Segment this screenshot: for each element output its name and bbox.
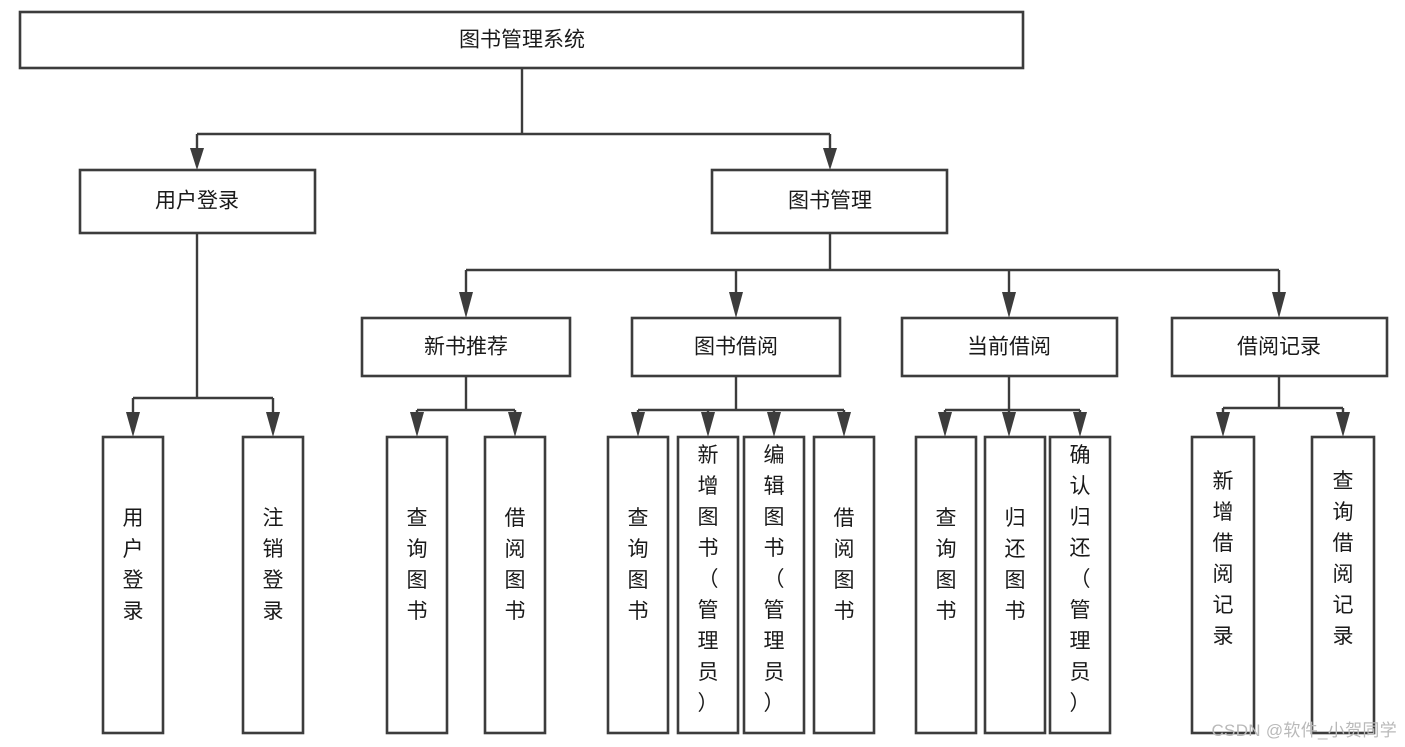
leaf-box[interactable] (1048, 435, 1112, 735)
arrow-head-leaf-9 (938, 412, 952, 437)
arrow-head-record (1272, 292, 1286, 318)
connector-bookmanage-to-level2 (464, 233, 1281, 294)
leaf-node[interactable]: 新增借阅记录 (1190, 435, 1256, 735)
node-new-book-recommend-box[interactable] (360, 316, 572, 378)
node-root-label: 图书管理系统 (459, 29, 585, 52)
arrow-head-book-manage (823, 148, 837, 170)
connector-record-to-leaves (1221, 376, 1345, 420)
arrow-head-leaf-11 (1073, 412, 1087, 437)
leaf-label-confirm-return-admin: 确认归还（管理员） (1070, 444, 1091, 715)
leaf-box[interactable] (1190, 435, 1256, 735)
leaf-box[interactable] (1310, 435, 1376, 735)
arrow-head-leaf-6 (701, 412, 715, 437)
leaf-box[interactable] (241, 435, 305, 735)
leaf-box[interactable] (676, 435, 740, 735)
leaf-label-return-book: 归还图书 (1005, 507, 1026, 623)
leaf-box[interactable] (385, 435, 449, 735)
arrow-head-leaf-10 (1002, 412, 1016, 437)
leaf-box[interactable] (812, 435, 876, 735)
arrow-head-leaf-7 (767, 412, 781, 437)
arrow-head-leaf-5 (631, 412, 645, 437)
connector-root-to-level1 (195, 68, 832, 160)
node-root[interactable]: 图书管理系统 (18, 10, 1025, 70)
leaf-label-query-book-1: 查询图书 (407, 507, 428, 623)
arrow-head-leaf-4 (508, 412, 522, 437)
node-user-login-label: 用户登录 (155, 190, 239, 213)
leaf-node[interactable]: 用户登录 (101, 435, 165, 735)
node-borrow-record[interactable]: 借阅记录 (1170, 316, 1389, 378)
connector-borrow-to-leaves (636, 376, 846, 420)
leaf-node[interactable]: 查询借阅记录 (1310, 435, 1376, 735)
node-current-borrow[interactable]: 当前借阅 (900, 316, 1119, 378)
leaf-node[interactable]: 归还图书 (983, 435, 1047, 735)
leaf-node[interactable]: 查询图书 (385, 435, 449, 735)
leaf-box[interactable] (483, 435, 547, 735)
leaf-label-borrow-book-1: 借阅图书 (505, 507, 526, 623)
arrow-head-leaf-2 (266, 412, 280, 437)
node-new-book-recommend-label: 新书推荐 (424, 336, 508, 359)
arrow-head-newbook (459, 292, 473, 318)
csdn-watermark: CSDN @软件_小贺同学 (1211, 721, 1397, 740)
leaf-node[interactable]: 查询图书 (606, 435, 670, 735)
leaf-box[interactable] (101, 435, 165, 735)
leaf-label-query-book-3: 查询图书 (936, 507, 957, 623)
leaf-node[interactable]: 新增图书（管理员） (676, 435, 740, 735)
leaf-label-edit-book-admin: 编辑图书（管理员） (764, 444, 785, 715)
leaf-node[interactable]: 确认归还（管理员） (1048, 435, 1112, 735)
node-book-borrow[interactable]: 图书借阅 (630, 316, 842, 378)
leaf-box[interactable] (983, 435, 1047, 735)
node-current-borrow-box[interactable] (900, 316, 1119, 378)
arrow-head-leaf-1 (126, 412, 140, 437)
node-book-manage-box[interactable] (710, 168, 949, 235)
node-borrow-record-box[interactable] (1170, 316, 1389, 378)
arrow-head-leaf-8 (837, 412, 851, 437)
node-user-login[interactable]: 用户登录 (78, 168, 317, 235)
leaf-node[interactable]: 编辑图书（管理员） (742, 435, 806, 735)
node-user-login-box[interactable] (78, 168, 317, 235)
node-root-box[interactable] (18, 10, 1025, 70)
leaf-node[interactable]: 借阅图书 (483, 435, 547, 735)
arrow-head-user-login (190, 148, 204, 170)
leaf-box[interactable] (742, 435, 806, 735)
leaf-label-logout: 注销登录 (263, 507, 284, 623)
node-book-manage[interactable]: 图书管理 (710, 168, 949, 235)
connector-layer (126, 68, 1350, 437)
leaf-box[interactable] (914, 435, 978, 735)
arrow-head-leaf-12 (1216, 412, 1230, 437)
node-book-borrow-box[interactable] (630, 316, 842, 378)
leaf-label-add-book-admin: 新增图书（管理员） (698, 444, 719, 715)
connector-newbook-to-leaves (415, 376, 517, 420)
node-book-manage-label: 图书管理 (788, 190, 872, 213)
leaf-label-borrow-book-2: 借阅图书 (834, 507, 855, 623)
leaf-label-user-login: 用户登录 (123, 507, 144, 623)
node-current-borrow-label: 当前借阅 (967, 336, 1051, 359)
arrow-head-leaf-3 (410, 412, 424, 437)
leaf-node[interactable]: 借阅图书 (812, 435, 876, 735)
node-new-book-recommend[interactable]: 新书推荐 (360, 316, 572, 378)
arrow-head-borrow (729, 292, 743, 318)
leaf-label-query-borrow-record: 查询借阅记录 (1333, 470, 1354, 648)
leaf-label-query-book-2: 查询图书 (628, 507, 649, 623)
leaf-box[interactable] (606, 435, 670, 735)
node-borrow-record-label: 借阅记录 (1237, 336, 1321, 359)
arrow-head-current (1002, 292, 1016, 318)
arrow-head-leaf-13 (1336, 412, 1350, 437)
leaf-label-add-borrow-record: 新增借阅记录 (1213, 470, 1234, 648)
leaf-node[interactable]: 注销登录 (241, 435, 305, 735)
leaf-node[interactable]: 查询图书 (914, 435, 978, 735)
connector-userlogin-to-leaves (131, 233, 275, 418)
node-book-borrow-label: 图书借阅 (694, 336, 778, 359)
